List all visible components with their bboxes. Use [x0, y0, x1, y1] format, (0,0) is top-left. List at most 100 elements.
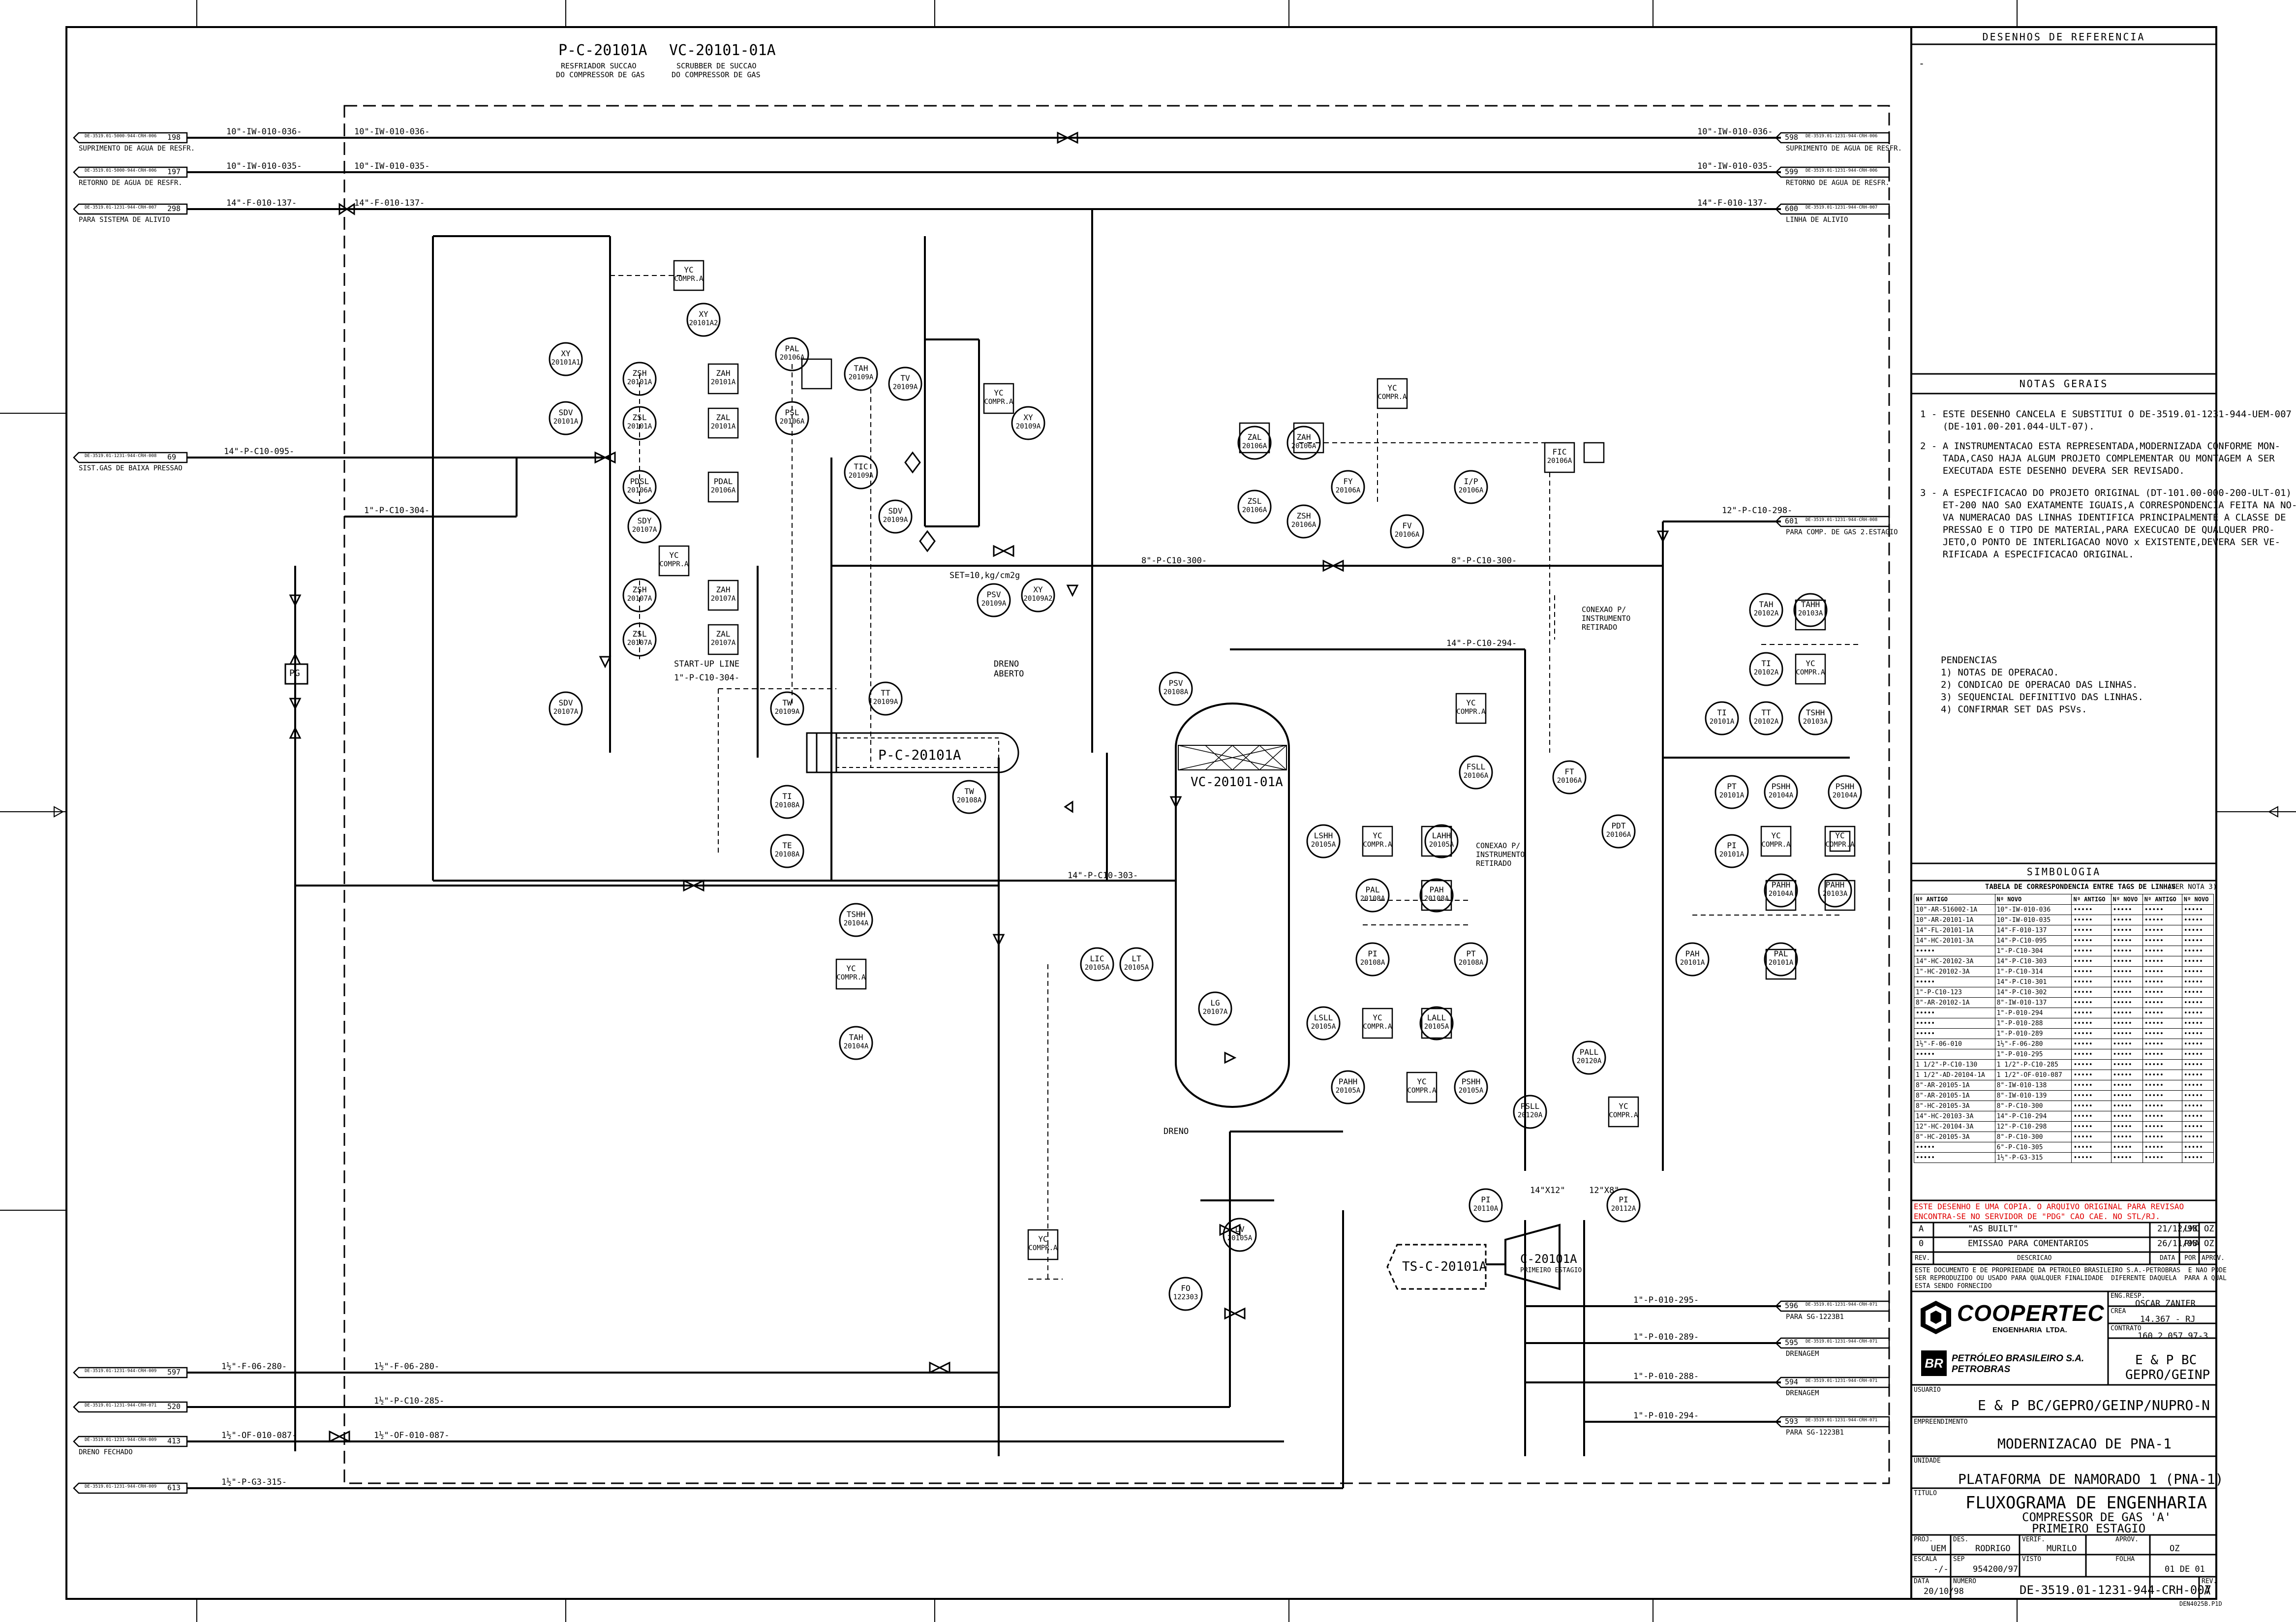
line-label: 1½"-P-C10-285-: [374, 1396, 445, 1406]
instrument-function: YC: [1417, 1077, 1427, 1086]
table-cell: •••••: [2071, 1008, 2112, 1018]
table-cell: •••••: [2111, 977, 2143, 987]
table-cell: •••••: [1914, 1018, 1995, 1029]
instrument-function: YC: [846, 964, 856, 973]
compressor-symbol: [1486, 1224, 1561, 1290]
instrument-function: TSHH: [846, 910, 866, 919]
table-cell: •••••: [2111, 1111, 2143, 1122]
table-cell: •••••: [2181, 1111, 2214, 1122]
instrument-function: LSHH: [1314, 831, 1333, 840]
compressor-desc: PRIMEIRO ESTAGIO: [1520, 1267, 1582, 1274]
revision-por: RMA: [2184, 1239, 2200, 1249]
line-label: 10"-IW-010-036-: [226, 127, 302, 137]
scrubber-desc-1: SCRUBBER DE SUCCAO: [676, 61, 757, 70]
instrument-function: TV: [900, 373, 910, 383]
table-cell: •••••: [2071, 1028, 2112, 1039]
instrument-number: 20104A: [843, 919, 869, 927]
cooler-desc-2: DO COMPRESSOR DE GAS: [556, 70, 645, 79]
instrument-function: PSLL: [1520, 1102, 1540, 1111]
table-cell: •••••: [1914, 946, 1995, 956]
instrument-function: YC: [669, 551, 679, 560]
table-cell: •••••: [2071, 925, 2112, 936]
table-cell: •••••: [2071, 1142, 2112, 1153]
crea-label: CREA: [2111, 1308, 2126, 1315]
table-cell: •••••: [2142, 915, 2182, 925]
start-up-line-label: START-UP LINE: [674, 659, 740, 669]
rev-label: REV.: [2202, 1578, 2217, 1585]
offpage-description: PARA SG-1223B1: [1786, 1313, 1844, 1321]
company-name: COOPERTEC: [1957, 1300, 2105, 1326]
table-cell: •••••: [2111, 1121, 2143, 1132]
table-cell: •••••: [2111, 1132, 2143, 1142]
table-cell: •••••: [2142, 1080, 2182, 1091]
table-cell: •••••: [2071, 904, 2112, 915]
instrument-function: ZSH: [632, 585, 647, 594]
scrubber-tag: VC-20101-01A: [669, 42, 776, 59]
instrument-function: YC: [1466, 698, 1476, 707]
instrument-function: PSL: [785, 408, 799, 417]
table-cell: •••••: [2071, 966, 2112, 977]
instrument-function: TW: [964, 787, 974, 796]
instrument-number: 20106A: [1557, 777, 1582, 785]
coopertec-cube-icon: [1921, 1301, 1951, 1334]
table-cell: •••••: [2071, 1090, 2112, 1101]
table-cell: •••••: [2181, 1132, 2214, 1142]
petrobras-logo: BR PETRÓLEO BRASILEIRO S.A. PETROBRAS: [1921, 1350, 2108, 1380]
instrument-number: 20104A: [1768, 890, 1794, 898]
dreno-label: DRENO: [1163, 1127, 1189, 1136]
rev-letter: A: [2204, 1585, 2211, 1597]
empreend-label: EMPREENDIMENTO: [1914, 1418, 1968, 1426]
instrument-function: TAH: [849, 1033, 863, 1042]
instrument-function: TAH: [1759, 600, 1774, 609]
offpage-connectors: [73, 132, 1890, 1494]
instrument-number: 20102A: [1753, 718, 1779, 726]
table-cell: 1"-P-010-294: [1994, 1008, 2072, 1018]
offpage-number: 598: [1785, 133, 1799, 142]
offpage-number: 613: [167, 1483, 181, 1492]
table-cell: 1½"-P-G3-315: [1994, 1152, 2072, 1163]
corr-column-header: Nº NOVO: [1994, 894, 2072, 905]
table-cell: •••••: [2181, 925, 2214, 936]
titulo-3: PRIMEIRO ESTAGIO: [2032, 1522, 2146, 1535]
revision-rev: A: [1919, 1224, 1924, 1234]
revision-desc: EMISSAO PARA COMENTARIOS: [1968, 1239, 2089, 1249]
line-label: 14"-P-C10-095-: [224, 447, 295, 457]
offpage-number: 593: [1785, 1417, 1799, 1426]
instrument-number: 20101A: [1719, 851, 1745, 858]
table-cell: 14"-F-010-137: [1994, 925, 2072, 936]
instrument-number: 20109A: [883, 516, 908, 524]
table-cell: 6"-P-C10-305: [1994, 1142, 2072, 1153]
instrument-number: 20107A: [710, 639, 736, 647]
instrument-function: TI: [1761, 659, 1771, 668]
table-cell: 8"-HC-20105-3A: [1914, 1101, 1995, 1111]
instrument-number: 20104A: [843, 1042, 869, 1050]
instrument-function: PSHH: [1771, 782, 1791, 791]
table-cell: •••••: [2181, 966, 2214, 977]
table-cell: 14"-P-C10-302: [1994, 987, 2072, 998]
data: 20/10/98: [1924, 1587, 1964, 1596]
instrument-number: 20120A: [1517, 1111, 1543, 1119]
instrument-function: TI: [1717, 708, 1727, 717]
pg-label: PG: [289, 668, 300, 678]
instrument-number: 20106A: [1547, 457, 1572, 465]
